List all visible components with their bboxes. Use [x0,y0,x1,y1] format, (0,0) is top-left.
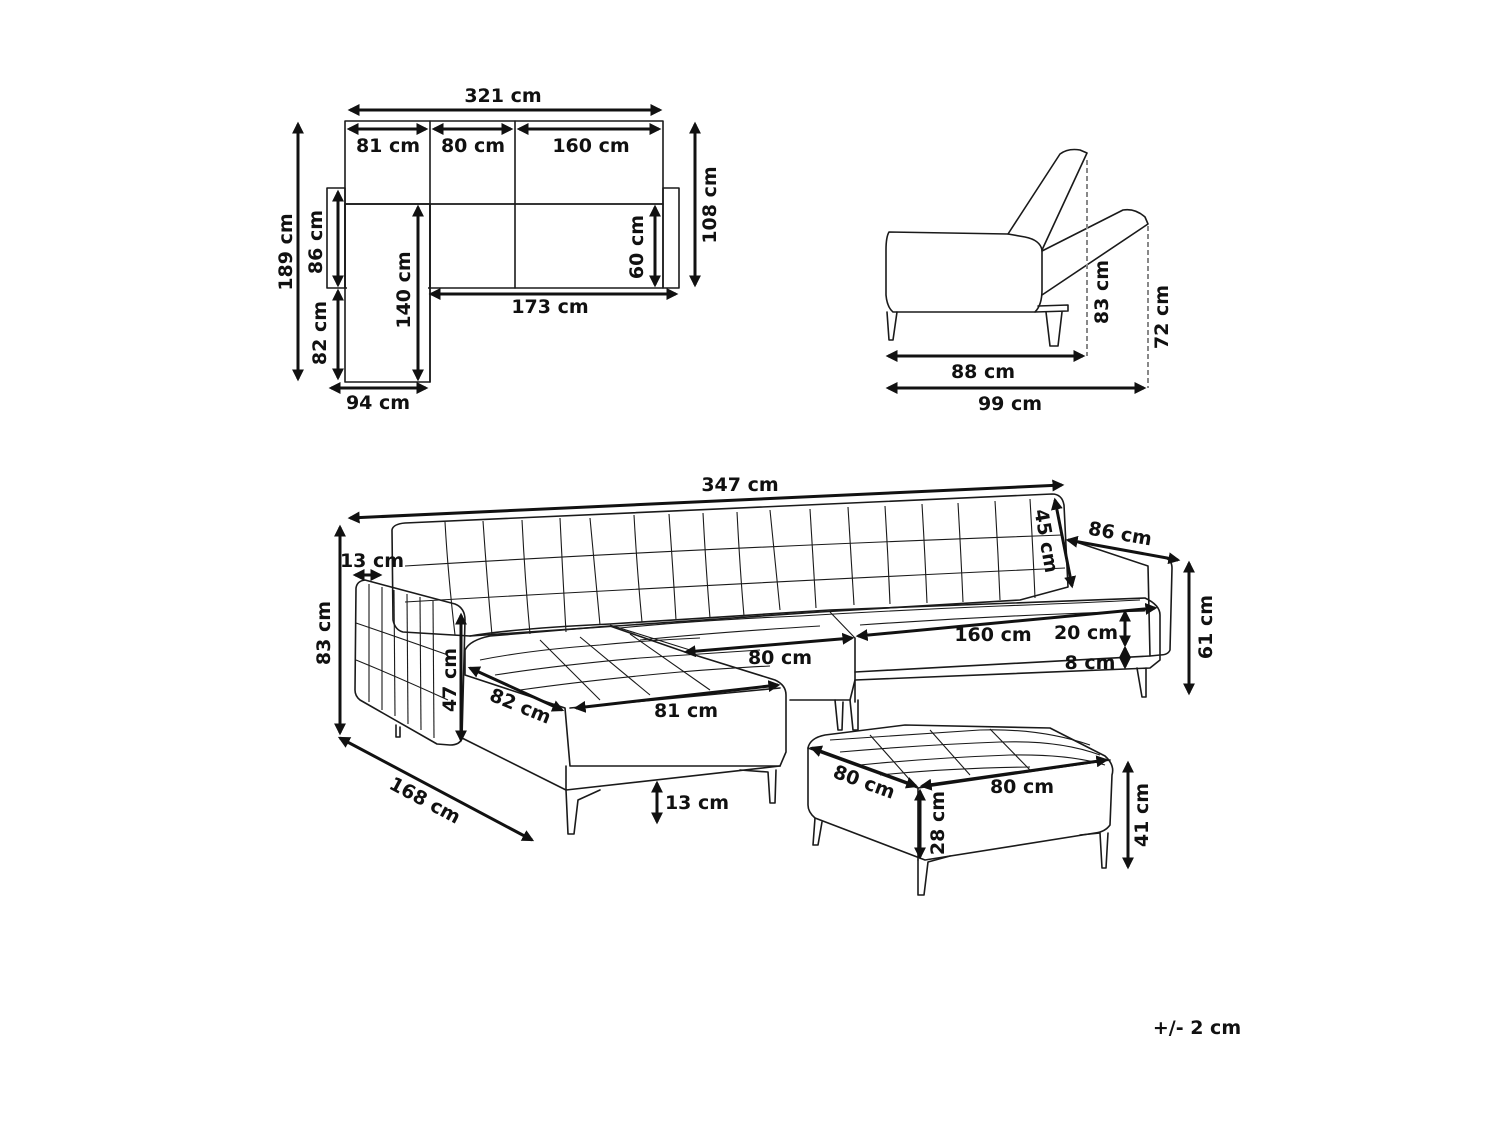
top-seg-3: 160 cm [552,135,629,157]
persp-armrest-height: 47 cm [439,648,461,712]
sofa-leg [1136,667,1147,698]
top-view: 321 cm 81 cm 80 cm 160 cm 189 cm 86 cm 8… [275,85,721,414]
persp-overall-length: 168 cm [386,773,465,829]
ottoman: 80 cm 80 cm 28 cm 41 cm [807,724,1153,896]
persp-chaise-width: 81 cm [654,700,718,722]
side-view-back-leg [1045,311,1063,347]
top-total-width: 321 cm [464,85,541,107]
sofa-backrest [391,493,1069,637]
perspective-view: 347 cm 83 cm 13 cm 47 cm 82 cm 81 cm 80 … [313,474,1217,842]
sofa-leg [395,724,401,738]
ottoman-leg [812,817,823,846]
side-depth-reclined: 99 cm [978,393,1042,415]
top-view-right-arm [662,187,680,289]
top-chaise-length: 140 cm [393,251,415,328]
side-view-front-leg [886,311,898,341]
top-main-width: 173 cm [511,296,588,318]
sofa-leg [739,769,777,804]
top-view-left-arm [326,187,346,289]
side-depth-upright: 88 cm [951,361,1015,383]
side-view: 88 cm 99 cm 83 cm 72 cm [885,148,1173,415]
armrest-tufting [355,584,449,739]
ottoman-cushion-height: 28 cm [927,791,949,855]
top-total-depth: 189 cm [275,213,297,290]
persp-seat-height: 61 cm [1195,595,1217,659]
sofa-leg [565,789,601,835]
top-seg-1: 81 cm [356,135,420,157]
sofa-leg [849,699,859,731]
backrest-tufting [404,498,1066,636]
persp-middle-seat: 80 cm [748,647,812,669]
ottoman-body [807,724,1114,861]
top-view-backrest [344,120,664,205]
persp-total-height: 83 cm [313,601,335,665]
side-height-reclined: 72 cm [1151,285,1173,349]
side-view-seat [885,231,1043,313]
top-chaise-width: 94 cm [346,392,410,414]
ottoman-height: 41 cm [1131,783,1153,847]
persp-total-width: 347 cm [701,474,778,496]
persp-right-seat: 160 cm [954,624,1031,646]
top-seg-2: 80 cm [441,135,505,157]
top-seat-depth: 60 cm [626,215,648,279]
sofa-leg [834,699,844,731]
side-view-backrest-upright [1007,148,1088,251]
ottoman-leg [917,855,951,896]
persp-leg-height: 13 cm [665,792,729,814]
persp-armrest-width: 13 cm [340,550,404,572]
top-armrest-depth: 86 cm [305,210,327,274]
top-chaise-extension: 82 cm [309,301,331,365]
persp-base-height: 8 cm [1065,652,1116,674]
sofa-seat [469,597,1161,701]
persp-cushion-height: 20 cm [1054,622,1118,644]
tolerance-note: +/- 2 cm [1153,1017,1241,1039]
side-view-backrest-reclined [1041,208,1149,296]
top-main-depth: 108 cm [699,166,721,243]
side-height-upright: 83 cm [1091,260,1113,324]
ottoman-leg [1079,832,1109,869]
ottoman-width: 80 cm [990,776,1054,798]
